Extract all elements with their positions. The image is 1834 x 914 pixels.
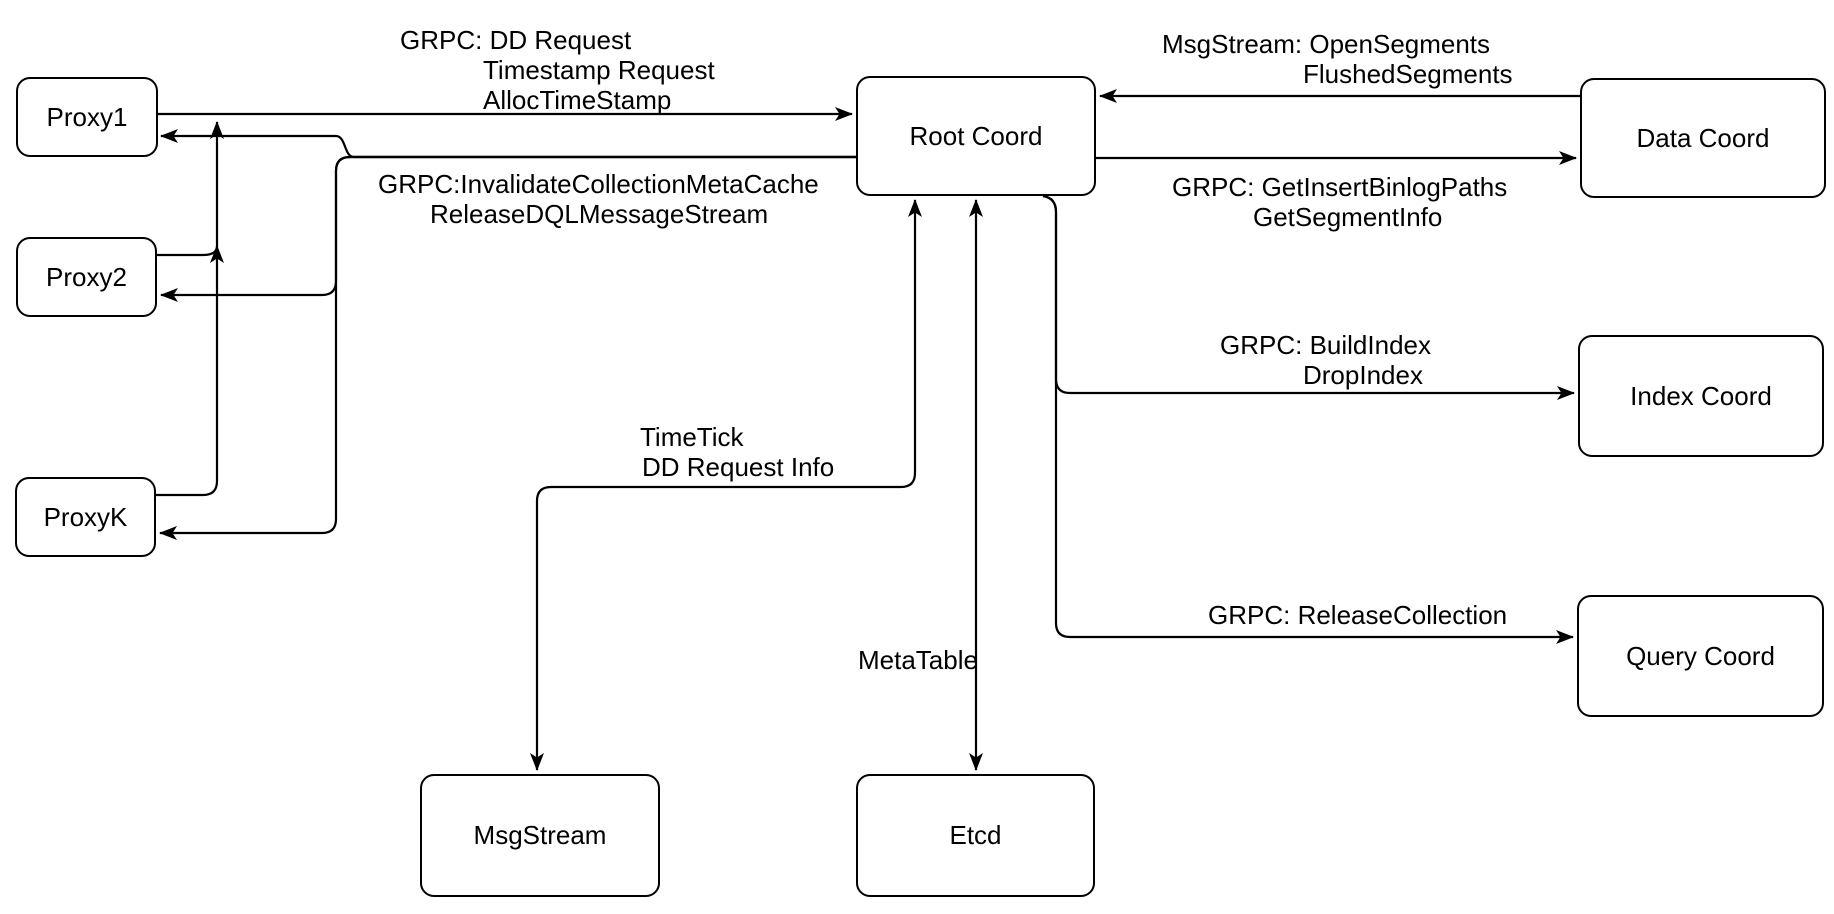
edge-label-root-to-data: GRPC: GetInsertBinlogPaths GetSegmentInf… — [1172, 172, 1507, 232]
node-proxy1: Proxy1 — [16, 77, 158, 157]
edge-label-line: AllocTimeStamp — [483, 85, 672, 115]
edge-label-proxies-to-root: GRPC: DD Request Timestamp Request Alloc… — [400, 25, 715, 115]
edge-label-line: GetSegmentInfo — [1253, 202, 1443, 232]
node-proxy2: Proxy2 — [16, 237, 157, 317]
node-data-coord: Data Coord — [1580, 78, 1826, 198]
node-query-coord: Query Coord — [1577, 595, 1824, 717]
edge-label-line: MetaTable — [858, 645, 978, 675]
node-index-coord: Index Coord — [1578, 335, 1824, 457]
node-etcd-label: Etcd — [949, 820, 1002, 850]
node-proxyk-label: ProxyK — [43, 501, 128, 532]
edge-label-line: DropIndex — [1303, 360, 1423, 390]
node-msgstream: MsgStream — [420, 774, 660, 897]
edge-label-line: TimeTick — [640, 422, 744, 452]
edge-label-line: MsgStream: OpenSegments — [1162, 29, 1491, 59]
edge-label-data-to-root: MsgStream: OpenSegments FlushedSegments — [1162, 29, 1513, 89]
edge-proxyk-merge — [156, 121, 224, 497]
edge-label-line: GRPC: BuildIndex — [1220, 330, 1431, 360]
edge-label-root-to-msgstream: TimeTick DD Request Info — [640, 422, 834, 482]
node-root-coord: Root Coord — [856, 76, 1096, 196]
node-root-coord-label: Root Coord — [909, 120, 1043, 151]
node-etcd: Etcd — [856, 774, 1095, 897]
node-msgstream-label: MsgStream — [473, 820, 607, 850]
edge-label-root-to-query: GRPC: ReleaseCollection — [1208, 600, 1507, 630]
edge-root-msgstream — [530, 199, 922, 771]
node-index-coord-label: Index Coord — [1630, 380, 1772, 411]
edge-label-line: Timestamp Request — [483, 55, 715, 85]
edge-label-line: DD Request Info — [642, 452, 835, 482]
node-proxyk: ProxyK — [15, 477, 156, 557]
edge-root-to-proxyk — [159, 155, 856, 540]
edge-proxy2-merge — [157, 245, 224, 264]
edge-label-line: GRPC: GetInsertBinlogPaths — [1172, 172, 1508, 202]
node-proxy1-label: Proxy1 — [46, 101, 128, 132]
edge-label-root-to-proxies: GRPC:InvalidateCollectionMetaCache Relea… — [378, 169, 819, 229]
edge-label-root-to-index: GRPC: BuildIndex DropIndex — [1220, 330, 1431, 390]
node-query-coord-label: Query Coord — [1626, 640, 1775, 671]
node-proxy2-label: Proxy2 — [46, 261, 127, 292]
node-data-coord-label: Data Coord — [1636, 122, 1770, 153]
edge-root-to-query — [1042, 194, 1574, 644]
edge-label-line: GRPC:InvalidateCollectionMetaCache — [378, 169, 819, 199]
edge-label-line: ReleaseDQLMessageStream — [430, 199, 769, 229]
edge-root-to-proxy1 — [160, 129, 856, 159]
edge-label-root-to-etcd: MetaTable — [858, 645, 978, 675]
edge-label-line: GRPC: DD Request — [400, 25, 632, 55]
edge-label-line: FlushedSegments — [1303, 59, 1513, 89]
edge-label-line: GRPC: ReleaseCollection — [1208, 600, 1508, 630]
